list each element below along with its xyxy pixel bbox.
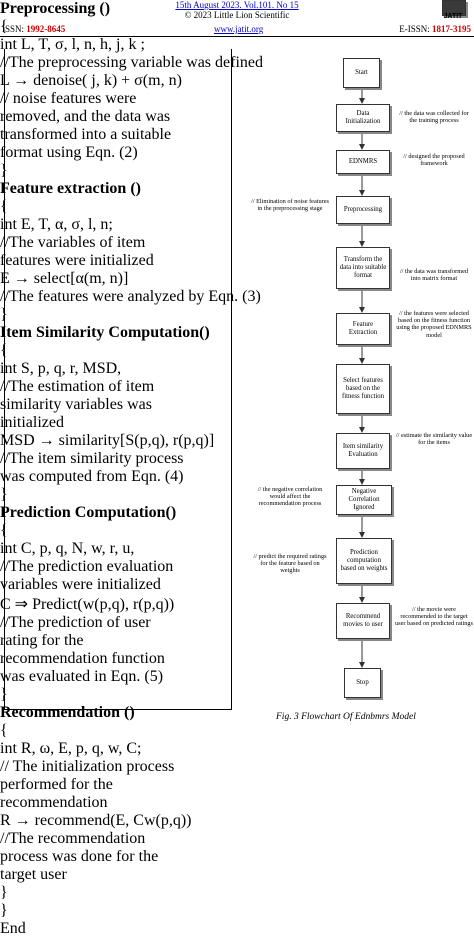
algorithm-line: { (0, 342, 8, 359)
flowchart-step: Stop (344, 668, 381, 698)
flowchart-step: Recommend movies to user (336, 603, 390, 639)
issn-label: ISSN: (2, 24, 25, 34)
flowchart-annotation: // estimate the similarity value for the… (395, 432, 473, 447)
algorithm-line: // noise features were removed, and the … (0, 90, 172, 161)
flowchart-annotation: // the data was transformed into matrix … (399, 268, 469, 283)
algorithm-line: //The features were analyzed by Eqn. (3) (0, 288, 261, 305)
flowchart-annotation: // designed the proposed framework (403, 153, 465, 168)
flowchart-step-label: Feature Extraction (348, 321, 378, 336)
eissn: E-ISSN: 1817-3195 (399, 24, 471, 34)
algorithm-box (4, 49, 232, 710)
algorithm-equation: int R, ω, E, p, q, w, C; (0, 740, 142, 757)
algorithm-equation: L → denoise( j, k) + σ(m, n) (0, 72, 182, 89)
algorithm-line: } (0, 686, 8, 703)
algorithm-equation: MSD → similarity[S(p,q), r(p,q)] (0, 432, 215, 449)
flowchart-step-label: Negative Correlation Ignored (348, 488, 380, 511)
algorithm-line: } (0, 884, 8, 901)
algorithm-line: { (0, 198, 8, 215)
algorithm-line: //The variables of item features were in… (0, 234, 154, 269)
flowchart-step: Prediction computation based on weights (336, 538, 392, 584)
algorithm-line: //The prediction of user rating for the … (0, 614, 165, 685)
flowchart-step: Data Initialization (336, 104, 390, 132)
issn: ISSN: 1992-8645 (2, 24, 65, 34)
logo-mark-icon (442, 0, 466, 16)
eissn-value: 1817-3195 (432, 24, 471, 34)
flowchart-annotation: // the movie were recommended to the tar… (395, 606, 473, 628)
algorithm-line: { (0, 722, 8, 739)
algorithm-line: } (0, 486, 8, 503)
algorithm-line: //The prediction evaluation variables we… (0, 558, 174, 593)
algorithm-function-name: Recommendation () (0, 704, 135, 721)
algorithm-equation: int E, T, α, σ, l, n; (0, 216, 113, 233)
algorithm-line: } (0, 162, 8, 179)
flowchart-step-label: Data Initialization (345, 110, 381, 125)
flowchart-annotation: // Elimination of noise features in the … (251, 198, 329, 213)
algorithm-line: //The preprocessing variable was defined (0, 54, 264, 71)
copyright-line: © 2023 Little Lion Scientific (184, 10, 290, 20)
flowchart-annotation: // predict the required ratings for the … (253, 553, 327, 575)
algorithm-equation: R → recommend(E, Cw(p,q)) (0, 812, 192, 829)
algorithm-line: //The estimation of item similarity vari… (0, 378, 155, 431)
flowchart-step-label: Prediction computation based on weights (340, 549, 388, 572)
flowchart-step: Start (343, 58, 380, 88)
flowchart-step-label: Start (355, 69, 368, 77)
algorithm-function-name: Preprocessing () (0, 0, 111, 17)
algorithm-equation: int L, T, σ, l, n, h, j, k ; (0, 36, 145, 53)
algorithm-line: } (0, 306, 8, 323)
algorithm-function-name: Feature extraction () (0, 180, 141, 197)
flowchart-step: Preprocessing (336, 196, 390, 224)
flowchart-annotation: // the features were selected based on t… (396, 310, 472, 339)
algorithm-line: //The recommendation process was done fo… (0, 830, 159, 883)
flowchart-step-label: Transform the data into suitable format (339, 256, 387, 279)
algorithm-equation: C ⇒ Predict(w(p,q), r(p,q)) (0, 596, 175, 613)
jatit-logo: JATIT (438, 0, 468, 22)
eissn-label: E-ISSN: (399, 24, 430, 34)
issn-value: 1992-8645 (26, 24, 66, 34)
algorithm-line: // The initialization process performed … (0, 758, 175, 811)
algorithm-equation: int C, p, q, N, w, r, u, (0, 540, 135, 557)
flowchart-connectors (359, 88, 365, 668)
website-link[interactable]: www.jatit.org (214, 24, 264, 34)
flowchart-step-label: Select features based on the fitness fun… (341, 377, 385, 400)
algorithm-equation: E → select[α(m, n)] (0, 270, 129, 287)
algorithm-line: End (0, 920, 26, 937)
algorithm-equation: int S, p, q, r, MSD, (0, 360, 122, 377)
logo-text: JATIT (443, 13, 463, 20)
issue-date: 15th August 2023. Vol.101. No 15 (175, 0, 299, 10)
flowchart-step-label: Preprocessing (343, 206, 383, 214)
algorithm-line: } (0, 902, 8, 919)
algorithm-line: { (0, 522, 8, 539)
flowchart-step: Select features based on the fitness fun… (336, 364, 390, 414)
journal-header: 15th August 2023. Vol.101. No 15 © 2023 … (0, 0, 474, 20)
algorithm-line: { (0, 18, 8, 35)
flowchart-step-label: EDNMRS (348, 158, 378, 166)
flowchart-annotation: // the data was collected for the traini… (399, 110, 469, 125)
flowchart-step: Negative Correlation Ignored (336, 485, 392, 515)
flowchart-step: EDNMRS (336, 150, 390, 174)
flowchart-step: Item similarity Evaluation (336, 433, 390, 469)
flowchart-annotation: // the negative correlation would affect… (257, 486, 323, 508)
algorithm-function-name: Prediction Computation() (0, 504, 177, 521)
figure-caption: Fig. 3 Flowchart Of Ednbmrs Model (276, 712, 416, 722)
issn-bar: ISSN: 1992-8645 www.jatit.org E-ISSN: 18… (0, 24, 474, 37)
flowchart-step-label: Item similarity Evaluation (342, 443, 384, 458)
algorithm-line: //The item similarity process was comput… (0, 450, 184, 485)
flowchart-step-label: Stop (356, 679, 369, 687)
flowchart-step-label: Recommend movies to user (343, 613, 383, 628)
algorithm-function-name: Item Similarity Computation() (0, 324, 210, 341)
flowchart-step: Transform the data into suitable format (336, 247, 390, 289)
flowchart-step: Feature Extraction (336, 313, 390, 345)
